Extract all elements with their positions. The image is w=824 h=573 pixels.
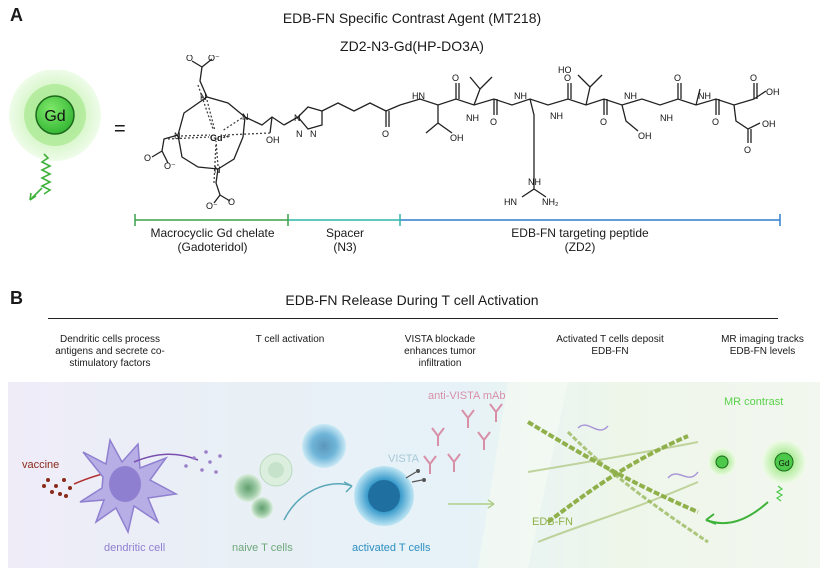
step-5-line-2: EDB-FN levels xyxy=(729,346,796,357)
panel-b-title: EDB-FN Release During T cell Activation xyxy=(285,292,539,308)
step-1-line-3: stimulatory factors xyxy=(69,358,151,369)
anti-vista-label: anti-VISTA mAb xyxy=(428,390,506,402)
step-mr-imaging: MR imaging tracks EDB-FN levels xyxy=(705,334,820,358)
mr-contrast-label: MR contrast xyxy=(724,396,784,408)
atom-o-3: O xyxy=(228,197,235,207)
edb-fn-label: EDB-FN xyxy=(532,516,573,528)
segment-chelate-line2: (Gadoteridol) xyxy=(177,240,248,254)
atom-nh-2: NH xyxy=(514,91,527,101)
atom-o-2: O xyxy=(144,153,151,163)
illustration-strip: Gd xyxy=(8,382,820,568)
atom-o-5: O xyxy=(452,73,459,83)
equals-sign: = xyxy=(114,118,126,140)
atom-o-minus-1: O⁻ xyxy=(208,55,220,63)
dendritic-cell xyxy=(79,437,199,535)
activated-t-cell xyxy=(354,466,426,526)
activated-t-cells-label: activated T cells xyxy=(352,542,431,554)
atom-o-8: O xyxy=(600,117,607,127)
vista-label: VISTA xyxy=(388,453,419,465)
atom-nh2: NH₂ xyxy=(542,197,559,207)
atom-n-tri-1: N xyxy=(294,113,301,123)
step-5-line-1: MR imaging tracks xyxy=(721,334,804,345)
step-3-line-3: infiltration xyxy=(418,358,462,369)
segment-spacer-line2: (N3) xyxy=(333,240,357,254)
atom-o-9: O xyxy=(674,73,681,83)
segment-peptide-label: EDB-FN targeting peptide (ZD2) xyxy=(480,226,680,254)
dendritic-cell-label: dendritic cell xyxy=(104,542,166,554)
atom-n-4: N xyxy=(214,165,221,175)
step-4-line-2: EDB-FN xyxy=(591,346,629,357)
atom-oh-4: OH xyxy=(766,87,780,97)
step-1-line-2: antigens and secrete co- xyxy=(55,346,165,357)
atom-o-minus-3: O⁻ xyxy=(206,201,218,211)
naive-t-cells xyxy=(234,424,346,519)
atom-nh-7: NH xyxy=(528,177,541,187)
atom-o-11: O xyxy=(750,73,757,83)
atom-oh-1: OH xyxy=(266,135,280,145)
step-deposit-edbfn: Activated T cells deposit EDB-FN xyxy=(535,334,685,358)
panel-a-letter: A xyxy=(10,5,23,25)
step-vista-blockade: VISTA blockade enhances tumor infiltrati… xyxy=(380,334,500,370)
atom-nh-4: NH xyxy=(624,91,637,101)
panel-b-letter: B xyxy=(10,288,23,308)
gd-contrast-icon: Gd xyxy=(9,70,101,201)
atom-nh-6: NH xyxy=(698,91,711,101)
atom-gd3: Gd³⁺ xyxy=(210,133,230,143)
segment-peptide-line1: EDB-FN targeting peptide xyxy=(511,226,649,240)
segment-spacer-line1: Spacer xyxy=(325,226,365,240)
gd-label: Gd xyxy=(44,108,65,125)
step-3-line-1: VISTA blockade xyxy=(404,334,476,345)
vaccine-particles xyxy=(42,478,72,498)
step-1-line-1: Dendritic cells process xyxy=(59,334,161,345)
panel-a-subtitle: ZD2-N3-Gd(HP-DO3A) xyxy=(340,38,484,54)
anti-vista-antibodies xyxy=(423,403,503,474)
step-2-line-1: T cell activation xyxy=(255,334,325,345)
atom-nh-3: NH xyxy=(550,111,563,121)
atom-nh-1: NH xyxy=(466,113,479,123)
step-tcell-activation: T cell activation xyxy=(230,334,350,346)
segment-chelate-line1: Macrocyclic Gd chelate xyxy=(150,226,275,240)
panel-b-divider xyxy=(48,318,778,319)
atom-oh-5: OH xyxy=(762,119,776,129)
step-dendritic: Dendritic cells process antigens and sec… xyxy=(30,334,190,370)
segment-chelate-label: Macrocyclic Gd chelate (Gadoteridol) xyxy=(130,226,295,254)
segment-peptide-line2: (ZD2) xyxy=(564,240,596,254)
atom-o-10: O xyxy=(712,117,719,127)
chemical-structure: N N N N Gd³⁺ O⁻ O O O⁻ O O⁻ OH N N N O H… xyxy=(144,55,780,211)
edb-fn-fibers xyxy=(526,420,709,544)
naive-t-cells-label: naive T cells xyxy=(232,542,293,554)
atom-oh-3: OH xyxy=(638,131,652,141)
step-3-line-2: enhances tumor xyxy=(404,346,476,357)
panel-a-title: EDB-FN Specific Contrast Agent (MT218) xyxy=(282,10,542,26)
atom-o-4: O xyxy=(382,129,389,139)
atom-n-tri-2: N xyxy=(296,129,303,139)
atom-n-tri-3: N xyxy=(310,129,317,139)
atom-o-7: O xyxy=(564,73,571,83)
atom-hn-1: HN xyxy=(412,91,425,101)
atom-oh-2: OH xyxy=(450,133,464,143)
mr-contrast-agents: Gd xyxy=(708,440,806,502)
atom-hn-2: HN xyxy=(504,197,517,207)
step-4-line-1: Activated T cells deposit xyxy=(556,334,664,345)
mr-gd-label: Gd xyxy=(779,459,790,468)
atom-nh-5: NH xyxy=(660,113,673,123)
atom-n-3: N xyxy=(174,131,181,141)
atom-o-1: O xyxy=(186,55,193,63)
costim-factors xyxy=(184,450,222,474)
segment-bar xyxy=(134,214,781,226)
atom-o-minus-2: O⁻ xyxy=(164,161,176,171)
vaccine-label: vaccine xyxy=(22,459,60,471)
atom-n-2: N xyxy=(242,112,249,122)
atom-ho-1: HO xyxy=(558,65,572,75)
atom-o-12: O xyxy=(744,145,751,155)
atom-n-1: N xyxy=(200,92,207,102)
atom-o-6: O xyxy=(490,117,497,127)
segment-spacer-label: Spacer (N3) xyxy=(290,226,400,254)
